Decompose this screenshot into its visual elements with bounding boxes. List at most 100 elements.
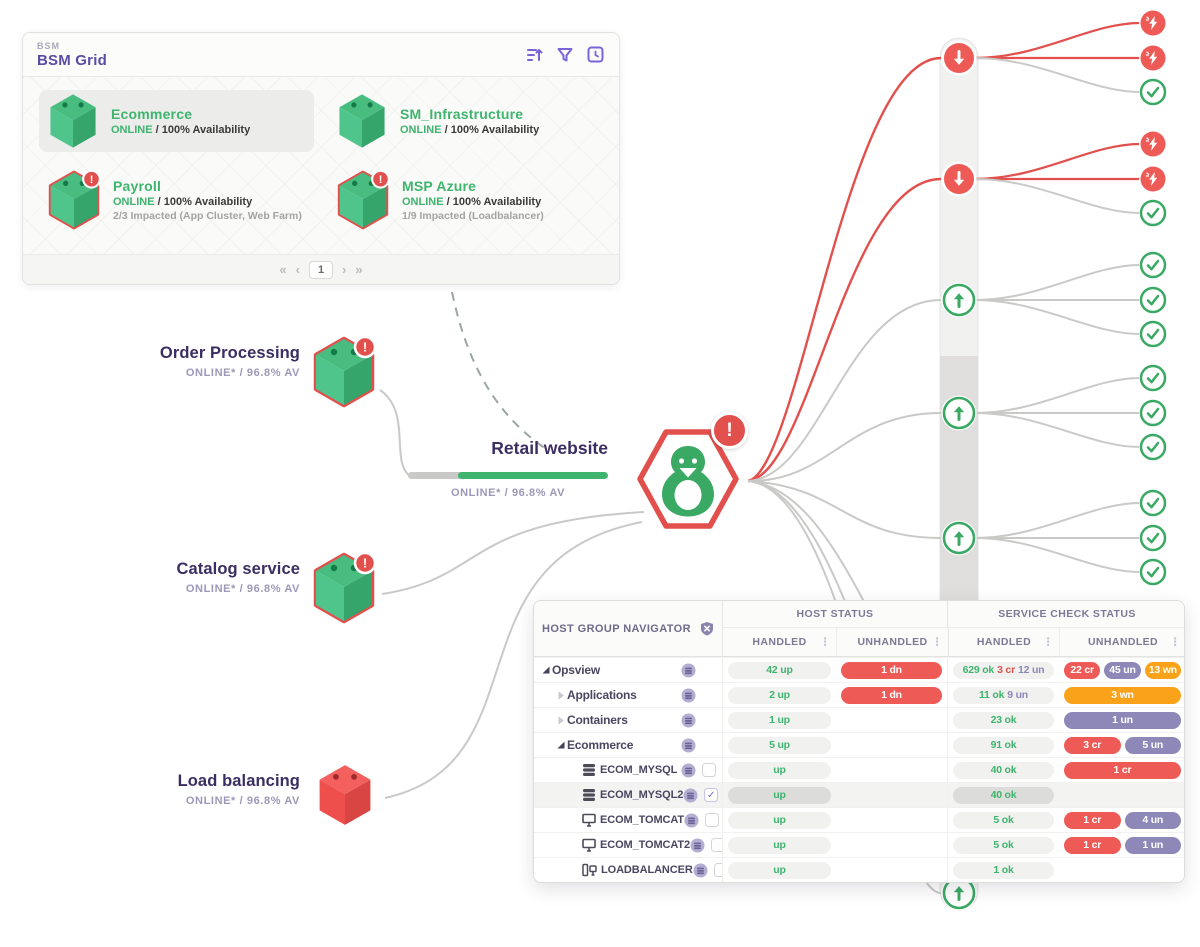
bsm-tile-payroll[interactable]: ! Payroll ONLINE / 100% Availability 2/3… <box>39 162 314 238</box>
bsm-tile-msp-azure[interactable]: ! MSP Azure ONLINE / 100% Availability 1… <box>328 162 603 238</box>
host-down-node-icon[interactable] <box>941 161 977 197</box>
sort-icon[interactable] <box>525 45 545 65</box>
row-menu-icon[interactable] <box>690 838 705 853</box>
shield-x-icon[interactable] <box>700 621 714 636</box>
row-menu-icon[interactable] <box>683 788 698 803</box>
service-ok-leaf-icon[interactable] <box>1139 251 1167 279</box>
service-ok-leaf-icon[interactable] <box>1139 433 1167 461</box>
service-critical-leaf-icon[interactable] <box>1139 130 1167 158</box>
host-up-node-icon[interactable] <box>941 395 977 431</box>
status-pill[interactable]: 1 cr <box>1064 811 1121 829</box>
service-ok-leaf-icon[interactable] <box>1139 78 1167 106</box>
column-menu-icon[interactable]: ⋮ <box>819 636 831 649</box>
status-pill[interactable]: 13 wn <box>1144 661 1181 679</box>
status-pill[interactable]: 42 up <box>728 661 831 679</box>
row-menu-icon[interactable] <box>681 688 696 703</box>
row-menu-icon[interactable] <box>681 713 696 728</box>
service-ok-leaf-icon[interactable] <box>1139 524 1167 552</box>
status-pill[interactable]: 2 up <box>728 686 831 704</box>
page-number-box[interactable]: 1 <box>309 260 333 279</box>
service-critical-leaf-icon[interactable] <box>1139 9 1167 37</box>
row-checkbox[interactable] <box>711 838 722 852</box>
last-page-button[interactable]: » <box>355 262 363 277</box>
status-pill[interactable]: up <box>728 836 831 854</box>
status-pill[interactable]: 1 up <box>728 711 831 729</box>
first-page-button[interactable]: « <box>279 262 287 277</box>
status-pill[interactable]: 1 dn <box>841 686 942 704</box>
status-pill[interactable]: 40 ok <box>953 786 1054 804</box>
status-pill[interactable]: 3 cr <box>1064 736 1121 754</box>
row-checkbox[interactable] <box>705 813 720 827</box>
service-critical-leaf-icon[interactable] <box>1139 165 1167 193</box>
status-pill[interactable]: 40 ok <box>953 761 1054 779</box>
status-pill[interactable]: 5 up <box>728 736 831 754</box>
column-menu-icon[interactable]: ⋮ <box>1169 636 1181 649</box>
row-menu-icon[interactable] <box>693 863 708 878</box>
opsview-penguin-node[interactable] <box>632 420 744 538</box>
status-pill[interactable]: 1 un <box>1064 711 1181 729</box>
col-svc-handled[interactable]: HANDLED⋮ <box>948 628 1059 656</box>
status-pill[interactable]: 23 ok <box>953 711 1054 729</box>
service-cube-warning-icon[interactable]: ! <box>312 336 376 408</box>
service-ok-leaf-icon[interactable] <box>1139 320 1167 348</box>
status-pill[interactable]: 1 ok <box>953 861 1054 879</box>
status-pill[interactable]: 45 un <box>1104 661 1141 679</box>
row-menu-icon[interactable] <box>681 663 696 678</box>
service-ok-leaf-icon[interactable] <box>1139 364 1167 392</box>
status-pill[interactable]: 5 ok <box>953 811 1054 829</box>
row-checkbox[interactable] <box>713 863 722 877</box>
status-pill[interactable]: 1 dn <box>841 661 942 679</box>
status-pill[interactable]: 1 un <box>1124 836 1181 854</box>
service-ok-leaf-icon[interactable] <box>1139 558 1167 586</box>
col-svc-unhandled[interactable]: UNHANDLED⋮ <box>1059 628 1184 656</box>
row-menu-icon[interactable] <box>681 763 696 778</box>
status-pill[interactable]: 4 un <box>1124 811 1181 829</box>
service-ok-leaf-icon[interactable] <box>1139 286 1167 314</box>
service-critical-leaf-icon[interactable] <box>1139 44 1167 72</box>
status-pill[interactable]: 5 ok <box>953 836 1054 854</box>
status-pill[interactable]: 22 cr <box>1064 661 1101 679</box>
status-pill[interactable]: 1 cr <box>1064 836 1121 854</box>
status-pill[interactable]: 3 wn <box>1064 686 1181 704</box>
service-ok-leaf-icon[interactable] <box>1139 399 1167 427</box>
status-pill[interactable]: up <box>728 786 831 804</box>
bsm-tile-ecommerce[interactable]: Ecommerce ONLINE / 100% Availability <box>39 90 314 152</box>
status-pill[interactable]: 91 ok <box>953 736 1054 754</box>
column-menu-icon[interactable]: ⋮ <box>931 636 943 649</box>
row-menu-icon[interactable] <box>684 813 699 828</box>
col-host-unhandled[interactable]: UNHANDLED⋮ <box>836 628 948 656</box>
expand-collapsed-icon[interactable] <box>555 691 567 700</box>
row-menu-icon[interactable] <box>681 738 696 753</box>
status-pill[interactable]: 1 cr <box>1064 761 1181 779</box>
column-menu-icon[interactable]: ⋮ <box>1042 636 1054 649</box>
history-view-icon[interactable] <box>585 45 605 65</box>
host-down-node-icon[interactable] <box>941 40 977 76</box>
service-ok-leaf-icon[interactable] <box>1139 199 1167 227</box>
host-up-node-icon[interactable] <box>941 282 977 318</box>
service-ok-leaf-icon[interactable] <box>1139 489 1167 517</box>
col-host-handled[interactable]: HANDLED⋮ <box>752 636 831 649</box>
bsm-tile-sm-infrastructure[interactable]: SM_Infrastructure ONLINE / 100% Availabi… <box>328 90 603 152</box>
status-pill[interactable]: up <box>728 861 831 879</box>
prev-page-button[interactable]: ‹ <box>295 262 300 277</box>
service-cube-critical-icon[interactable] <box>316 762 374 828</box>
status-pill[interactable]: up <box>728 761 831 779</box>
filter-icon[interactable] <box>555 45 575 65</box>
service-cube-warning-icon[interactable]: ! <box>312 552 376 624</box>
row-checkbox-checked[interactable]: ✓ <box>704 788 719 802</box>
expand-expanded-icon[interactable] <box>555 741 567 749</box>
row-checkbox[interactable] <box>702 763 716 777</box>
status-pill[interactable]: 5 un <box>1124 736 1181 754</box>
status-pill[interactable]: up <box>728 811 831 829</box>
